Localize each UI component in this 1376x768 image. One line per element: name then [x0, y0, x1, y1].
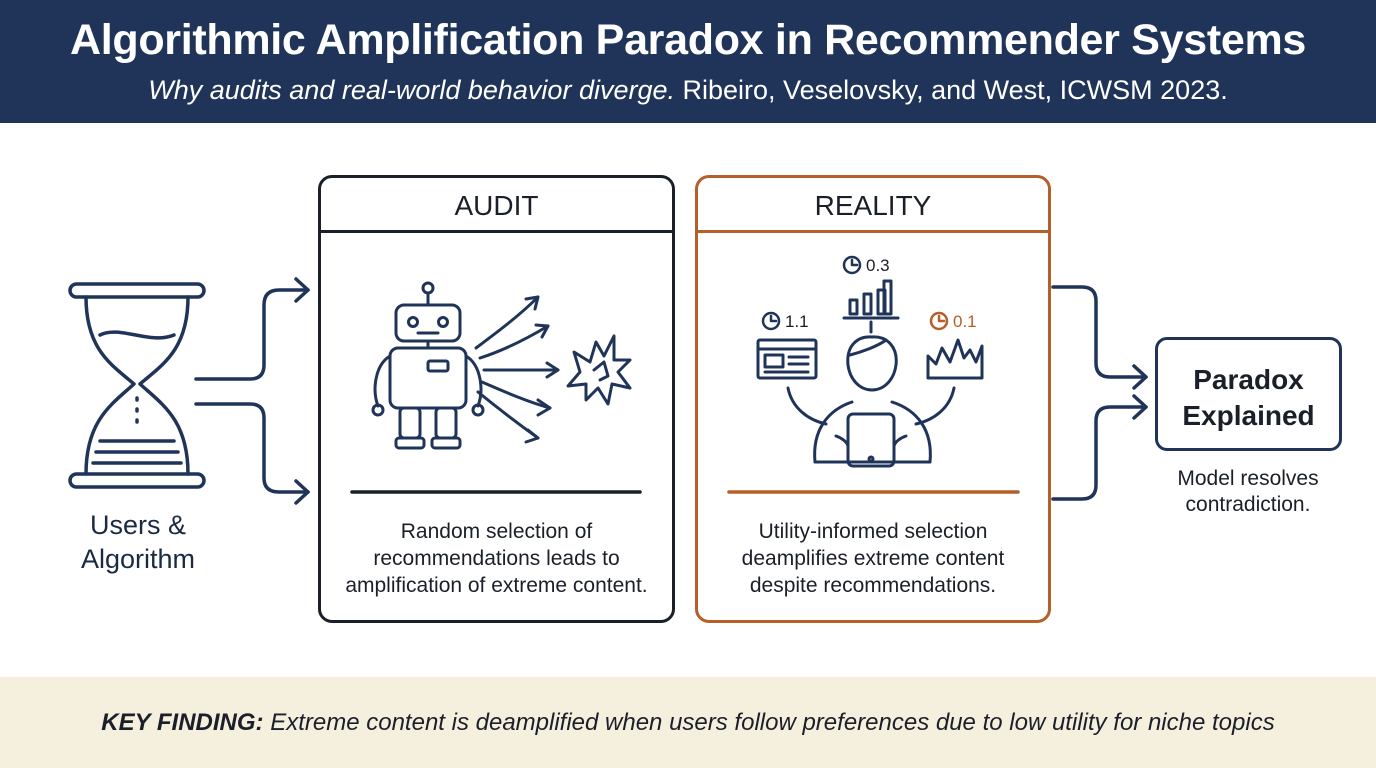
clock-icon [929, 311, 949, 331]
person-with-tablet-icon [786, 335, 956, 468]
burst-icon [566, 334, 632, 406]
subtitle-citation: Ribeiro, Veselovsky, and West, ICWSM 202… [682, 75, 1228, 105]
metric-left: 1.1 [785, 312, 809, 331]
page-subtitle: Why audits and real-world behavior diver… [0, 75, 1376, 106]
header-banner: Algorithmic Amplification Paradox in Rec… [0, 0, 1376, 123]
news-article-icon [756, 338, 818, 380]
audit-description: Random selection of recommendations lead… [321, 518, 672, 599]
reality-panel: REALITY Utility-informed selection deamp… [695, 175, 1051, 623]
robot-icon [371, 281, 485, 450]
clock-icon [761, 255, 862, 331]
page-title: Algorithmic Amplification Paradox in Rec… [69, 16, 1307, 64]
reality-title: REALITY [698, 178, 1048, 233]
bar-chart-icon [842, 279, 900, 334]
paradox-line: Paradox [1193, 364, 1304, 395]
metric-top: 0.3 [866, 256, 890, 275]
spiky-chart-icon [926, 338, 984, 380]
audit-desc-line: amplification of extreme content. [345, 574, 648, 597]
users-label-line: Users & [89, 510, 187, 540]
key-finding-label: KEY FINDING: [101, 709, 264, 736]
users-label-line: Algorithm [80, 544, 196, 574]
paradox-explained-box: Paradox Explained [1155, 337, 1342, 451]
users-algorithm-label: Users & Algorithm [40, 508, 236, 576]
audit-title: AUDIT [321, 178, 672, 233]
audit-desc-line: recommendations leads to [373, 547, 620, 570]
reality-desc-line: deamplifies extreme content [741, 547, 1005, 570]
reality-desc-line: despite recommendations. [749, 574, 997, 597]
key-finding-banner: KEY FINDING: Extreme content is deamplif… [0, 677, 1376, 768]
paradox-caption: Model resolves contradiction. [1140, 466, 1356, 518]
audit-desc-line: Random selection of [400, 520, 593, 543]
metric-right: 0.1 [953, 312, 977, 331]
users-to-panels-arrows [194, 277, 310, 505]
hourglass-icon [68, 282, 206, 489]
panels-to-paradox-arrows [1051, 285, 1148, 501]
subtitle-tagline: Why audits and real-world behavior diver… [148, 75, 675, 105]
reality-description: Utility-informed selection deamplifies e… [698, 518, 1048, 599]
paradox-line: Explained [1182, 400, 1315, 431]
amplification-arrows [474, 295, 560, 444]
key-finding-text: Extreme content is deamplified when user… [270, 709, 1275, 736]
paradox-caption-line: contradiction. [1185, 493, 1311, 516]
paradox-caption-line: Model resolves [1177, 467, 1319, 490]
reality-desc-line: Utility-informed selection [758, 520, 988, 543]
